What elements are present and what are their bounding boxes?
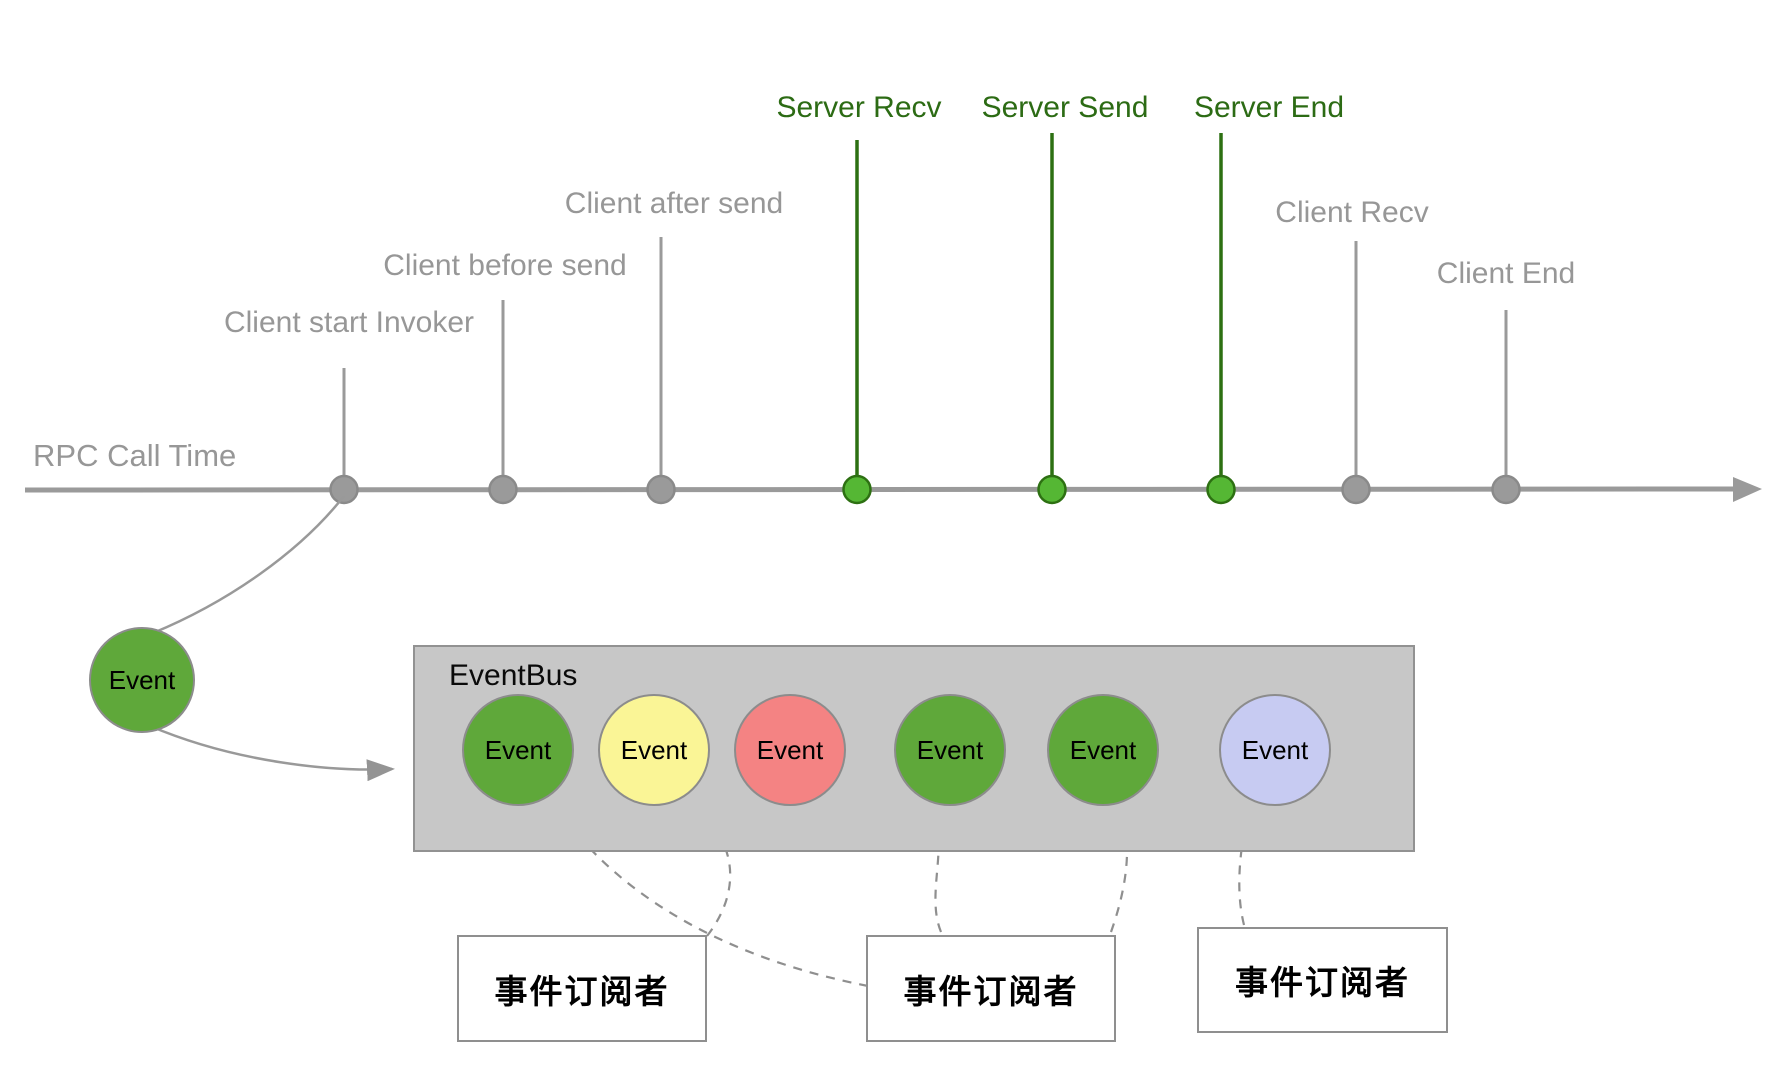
timeline-dot-3 <box>646 474 676 505</box>
tick-label-7: Client Recv <box>1275 196 1429 229</box>
tick-label-1: Client start Invoker <box>223 306 475 339</box>
bus-event-bubble-1: Event <box>462 694 574 806</box>
subscriber-box-2: 事件订阅者 <box>866 935 1116 1042</box>
timeline-dot-2 <box>488 474 518 505</box>
timeline-arrowhead-icon <box>1733 477 1762 502</box>
subscriber-box-1: 事件订阅者 <box>457 935 707 1042</box>
bus-event-bubble-2: Event <box>598 694 710 806</box>
bus-event-bubble-4: Event <box>894 694 1006 806</box>
dashed-arrow-subscriber2-to-event4 <box>931 816 952 933</box>
dashed-arrow-subscriber2-to-event5 <box>1109 816 1139 933</box>
bus-event-bubble-3: Event <box>734 694 846 806</box>
tick-label-8: Client End <box>1436 257 1576 290</box>
subscriber-label: 事件订阅者 <box>494 972 670 1010</box>
tick-label-5: Server Send <box>981 91 1149 124</box>
curve-timeline-to-event <box>152 495 345 635</box>
curve-event-to-eventbus <box>149 724 395 782</box>
bus-event-bubble-6: Event <box>1219 694 1331 806</box>
bus-event-bubble-5: Event <box>1047 694 1159 806</box>
timeline-dot-8 <box>1491 474 1521 505</box>
timeline-dot-6 <box>1206 474 1236 505</box>
timeline-axis <box>24 486 1738 493</box>
timeline-dot-5 <box>1037 474 1067 505</box>
eventbus-title: EventBus <box>449 659 578 692</box>
tick-label-3: Client after send <box>564 187 784 220</box>
source-event-label: Event <box>108 664 176 695</box>
tick-label-6: Server End <box>1193 91 1345 124</box>
dashed-arrow-subscriber3-to-event6 <box>1232 814 1253 926</box>
subscriber-box-3: 事件订阅者 <box>1197 927 1448 1033</box>
subscriber-label: 事件订阅者 <box>903 972 1079 1010</box>
timeline-ticks <box>329 133 1521 505</box>
tick-label-4: Server Recv <box>776 91 942 124</box>
timeline-dot-1 <box>329 474 359 505</box>
tick-label-2: Client before send <box>383 249 627 282</box>
timeline-dot-7 <box>1341 474 1371 505</box>
subscriber-label: 事件订阅者 <box>1235 964 1410 1001</box>
source-event-bubble: Event <box>89 627 195 733</box>
axis-label: RPC Call Time <box>33 438 237 473</box>
timeline-dot-4 <box>842 474 872 505</box>
